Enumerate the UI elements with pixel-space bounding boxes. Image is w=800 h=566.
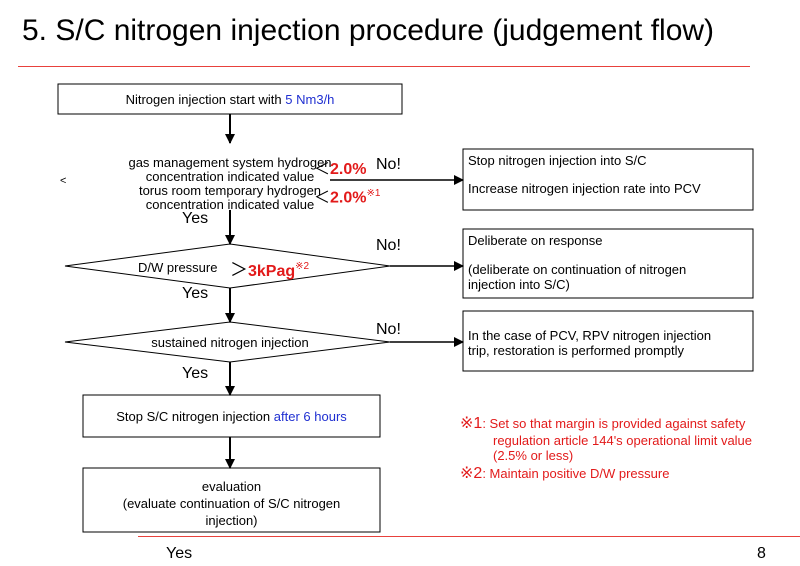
decision1-line-1: gas management system hydrogen	[128, 155, 332, 170]
stop-box	[82, 394, 381, 438]
evaluation-line-2: (evaluate continuation of S/C nitrogen	[122, 496, 341, 511]
footer-yes-label: Yes	[166, 545, 193, 562]
evaluation-line-3: injection)	[205, 513, 258, 528]
note2-line: ※2: Maintain positive D/W pressure	[460, 465, 670, 482]
evaluation-line-1: evaluation	[201, 479, 262, 494]
decision3-label: sustained nitrogen injection	[151, 335, 309, 350]
side-box3-line-1: In the case of PCV, RPV nitrogen injecti…	[468, 328, 712, 343]
decision2-condition: ＞3kPag※2	[230, 257, 309, 282]
side-box1-line-2: Increase nitrogen injection rate into PC…	[468, 181, 701, 196]
decision2-no-label: No!	[376, 237, 401, 254]
note1-line-3: (2.5% or less)	[493, 448, 574, 463]
start-box-label: Nitrogen injection start with	[125, 92, 282, 107]
decision1-cond1: ＜2.0%	[314, 161, 367, 178]
stop-box-label: Stop S/C nitrogen injection	[116, 409, 271, 424]
start-box-text: Nitrogen injection start with 5 Nm3/h	[58, 92, 402, 107]
decision1-line-3: torus room temporary hydrogen	[138, 183, 322, 198]
evaluation-box	[82, 467, 381, 533]
start-box	[57, 83, 403, 115]
decision-dw-pressure-diamond	[64, 243, 391, 289]
left-marker: <	[60, 175, 67, 187]
decision1-cond2-op: ＜	[314, 189, 331, 207]
side-box1-line-1: Stop nitrogen injection into S/C	[468, 153, 647, 168]
decision2-op: ＞	[230, 260, 248, 280]
decision1-cond1-op: ＜	[314, 161, 331, 178]
side-box3-line-2: trip, restoration is performed promptly	[468, 343, 685, 358]
side-box2-line-3: injection into S/C)	[468, 277, 570, 292]
decision1-yes-label: Yes	[182, 210, 209, 227]
title-divider	[18, 66, 750, 67]
stop-time: after 6 hours	[273, 409, 347, 424]
decision2-yes-label: Yes	[182, 285, 209, 302]
decision2-value: 3kPag	[248, 263, 296, 280]
decision3-yes-label: Yes	[182, 365, 209, 382]
decision1-cond2-value: 2.0%	[330, 189, 367, 207]
note1-mark: ※1	[460, 415, 483, 432]
page-number: 8	[757, 545, 766, 562]
decision1-cond2-note: ※1	[366, 188, 381, 199]
note1-line-1: ※1: Set so that margin is provided again…	[460, 415, 746, 432]
note2-text: : Maintain positive D/W pressure	[482, 466, 670, 481]
note2-mark: ※2	[460, 465, 483, 482]
note1-line-2: regulation article 144's operational lim…	[493, 433, 753, 448]
decision1-line-2: concentration indicated value	[145, 169, 315, 184]
start-rate: 5 Nm3/h	[285, 92, 335, 107]
decision1-line-4: concentration indicated value	[145, 197, 315, 212]
decision-hydrogen-diamond	[65, 143, 395, 217]
stop-box-text: Stop S/C nitrogen injection after 6 hour…	[83, 409, 380, 424]
decision1-no-label: No!	[376, 156, 401, 173]
decision2-label: D/W pressure	[138, 260, 218, 275]
decision1-cond2: ＜2.0%※1	[314, 186, 381, 207]
side-box2-line-1: Deliberate on response	[468, 233, 603, 248]
decision2-note: ※2	[295, 261, 310, 272]
note1-text: : Set so that margin is provided against…	[482, 416, 746, 431]
side-box-deliberate	[462, 228, 754, 299]
page-title: 5. S/C nitrogen injection procedure (jud…	[22, 14, 715, 47]
side-box2-line-2: (deliberate on continuation of nitrogen	[468, 262, 687, 277]
side-box-stop-sc	[462, 148, 754, 211]
side-box-restoration	[462, 310, 754, 372]
decision3-no-label: No!	[376, 321, 401, 338]
footer-divider	[138, 536, 800, 537]
decision1-cond1-value: 2.0%	[330, 161, 367, 178]
